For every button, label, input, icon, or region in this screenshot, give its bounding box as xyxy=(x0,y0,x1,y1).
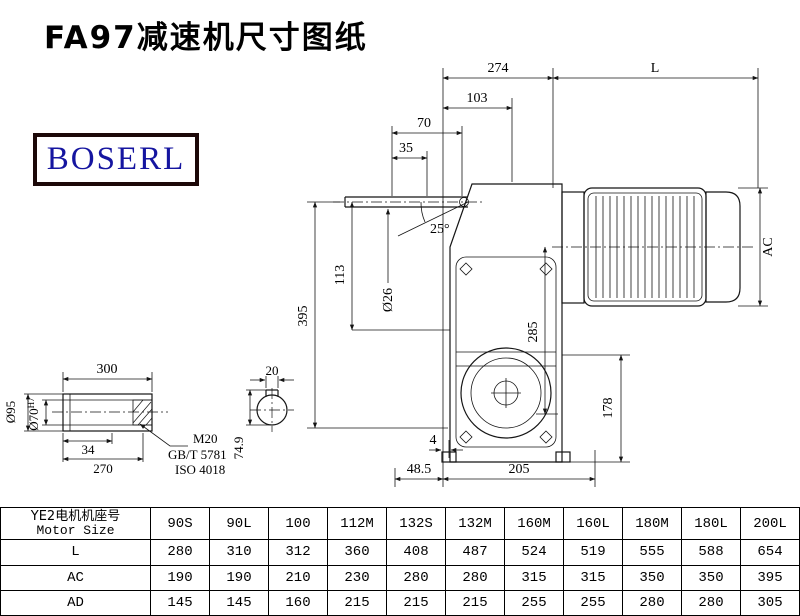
cell: 255 xyxy=(504,589,564,616)
table-row-AD: AD 145 145 160 215 215 215 255 255 280 2… xyxy=(0,589,800,616)
dim-178-label: 178 xyxy=(601,398,616,419)
cell: 487 xyxy=(445,539,505,566)
cell: 215 xyxy=(445,589,505,616)
dim-270-label: 270 xyxy=(93,461,113,476)
col-header: 90S xyxy=(150,506,210,541)
table-header-motor-size: YE2电机机座号 Motor Size xyxy=(0,506,151,541)
dim-274-label: 274 xyxy=(488,61,509,76)
cell: 350 xyxy=(681,564,741,591)
cell: 280 xyxy=(150,539,210,566)
dia-26-label: Ø26 xyxy=(381,288,396,312)
dim-70-label: 70 xyxy=(417,116,431,131)
cell: 280 xyxy=(622,589,682,616)
col-header: 160L xyxy=(563,506,623,541)
dim-48-5-label: 48.5 xyxy=(407,462,432,477)
bore-section-detail: 20 74.9 xyxy=(231,363,294,459)
cell: 210 xyxy=(268,564,328,591)
cell: 519 xyxy=(563,539,623,566)
table-row-L: L 280 310 312 360 408 487 524 519 555 58… xyxy=(0,539,800,566)
boserl-logo: BOSERL xyxy=(33,133,199,186)
dim-103-label: 103 xyxy=(467,91,488,106)
dim-AC-label: AC xyxy=(761,237,776,256)
cell: 160 xyxy=(268,589,328,616)
cell: 312 xyxy=(268,539,328,566)
thread-m20-label: M20 xyxy=(193,431,218,446)
col-header: 100 xyxy=(268,506,328,541)
cell: 408 xyxy=(386,539,446,566)
cell: 145 xyxy=(209,589,269,616)
page-title: FA97减速机尺寸图纸 xyxy=(44,20,368,56)
dim-4-label: 4 xyxy=(430,433,437,448)
cell: 255 xyxy=(563,589,623,616)
std-iso-label: ISO 4018 xyxy=(175,462,225,477)
cell: 190 xyxy=(150,564,210,591)
cell: 395 xyxy=(740,564,800,591)
table-header-row: YE2电机机座号 Motor Size 90S 90L 100 112M 132… xyxy=(0,506,800,541)
col-header: 132M xyxy=(445,506,505,541)
cell: 654 xyxy=(740,539,800,566)
cell: 215 xyxy=(386,589,446,616)
cell: 350 xyxy=(622,564,682,591)
cell: 310 xyxy=(209,539,269,566)
bottom-dimensions: 4 48.5 205 xyxy=(394,433,596,487)
dim-395-label: 395 xyxy=(296,306,311,327)
cell: 315 xyxy=(504,564,564,591)
logo-text: BOSERL xyxy=(46,141,186,177)
cell: 190 xyxy=(209,564,269,591)
gearbox-housing xyxy=(441,183,571,463)
left-dimensions: 395 113 Ø26 xyxy=(296,201,450,429)
col-header: 180M xyxy=(622,506,682,541)
dia-70-label: Ø70H7 xyxy=(26,397,41,431)
col-header: 200L xyxy=(740,506,800,541)
dim-L-label: L xyxy=(651,61,660,76)
motor-size-table: YE2电机机座号 Motor Size 90S 90L 100 112M 132… xyxy=(0,506,800,616)
cell: 555 xyxy=(622,539,682,566)
std-gb-label: GB/T 5781 xyxy=(168,447,227,462)
cell: 280 xyxy=(445,564,505,591)
dim-113-label: 113 xyxy=(333,265,348,285)
dia-95-label: Ø95 xyxy=(3,401,18,423)
top-dimensions: 274 L 103 70 35 25° xyxy=(391,61,759,487)
row-label: AC xyxy=(0,564,151,591)
motor xyxy=(552,187,755,307)
cell: 280 xyxy=(386,564,446,591)
dim-205-label: 205 xyxy=(509,462,530,477)
cell: 315 xyxy=(563,564,623,591)
row-label: L xyxy=(0,539,151,566)
cell: 588 xyxy=(681,539,741,566)
dim-74-9-label: 74.9 xyxy=(231,437,246,460)
dim-35-label: 35 xyxy=(399,141,413,156)
input-shaft xyxy=(333,196,485,237)
cell: 280 xyxy=(681,589,741,616)
dim-20-label: 20 xyxy=(266,363,279,378)
cell: 360 xyxy=(327,539,387,566)
right-dimensions: 285 AC 178 xyxy=(526,187,776,463)
dim-285-label: 285 xyxy=(526,322,541,343)
cell: 230 xyxy=(327,564,387,591)
col-header: 180L xyxy=(681,506,741,541)
dim-34-label: 34 xyxy=(82,442,96,457)
cell: 145 xyxy=(150,589,210,616)
col-header: 90L xyxy=(209,506,269,541)
cell: 215 xyxy=(327,589,387,616)
col-header: 112M xyxy=(327,506,387,541)
dim-300-label: 300 xyxy=(97,362,118,377)
col-header: 160M xyxy=(504,506,564,541)
row-label: AD xyxy=(0,589,151,616)
col-header: 132S xyxy=(386,506,446,541)
table-row-AC: AC 190 190 210 230 280 280 315 315 350 3… xyxy=(0,564,800,591)
shaft-detail: 300 34 270 Ø95 Ø70H7 M20 GB/T 5781 ISO 4… xyxy=(3,362,227,477)
cell: 524 xyxy=(504,539,564,566)
technical-drawing: 274 L 103 70 35 25° 395 113 Ø26 xyxy=(3,61,776,487)
cell: 305 xyxy=(740,589,800,616)
angle-25-label: 25° xyxy=(430,222,450,237)
